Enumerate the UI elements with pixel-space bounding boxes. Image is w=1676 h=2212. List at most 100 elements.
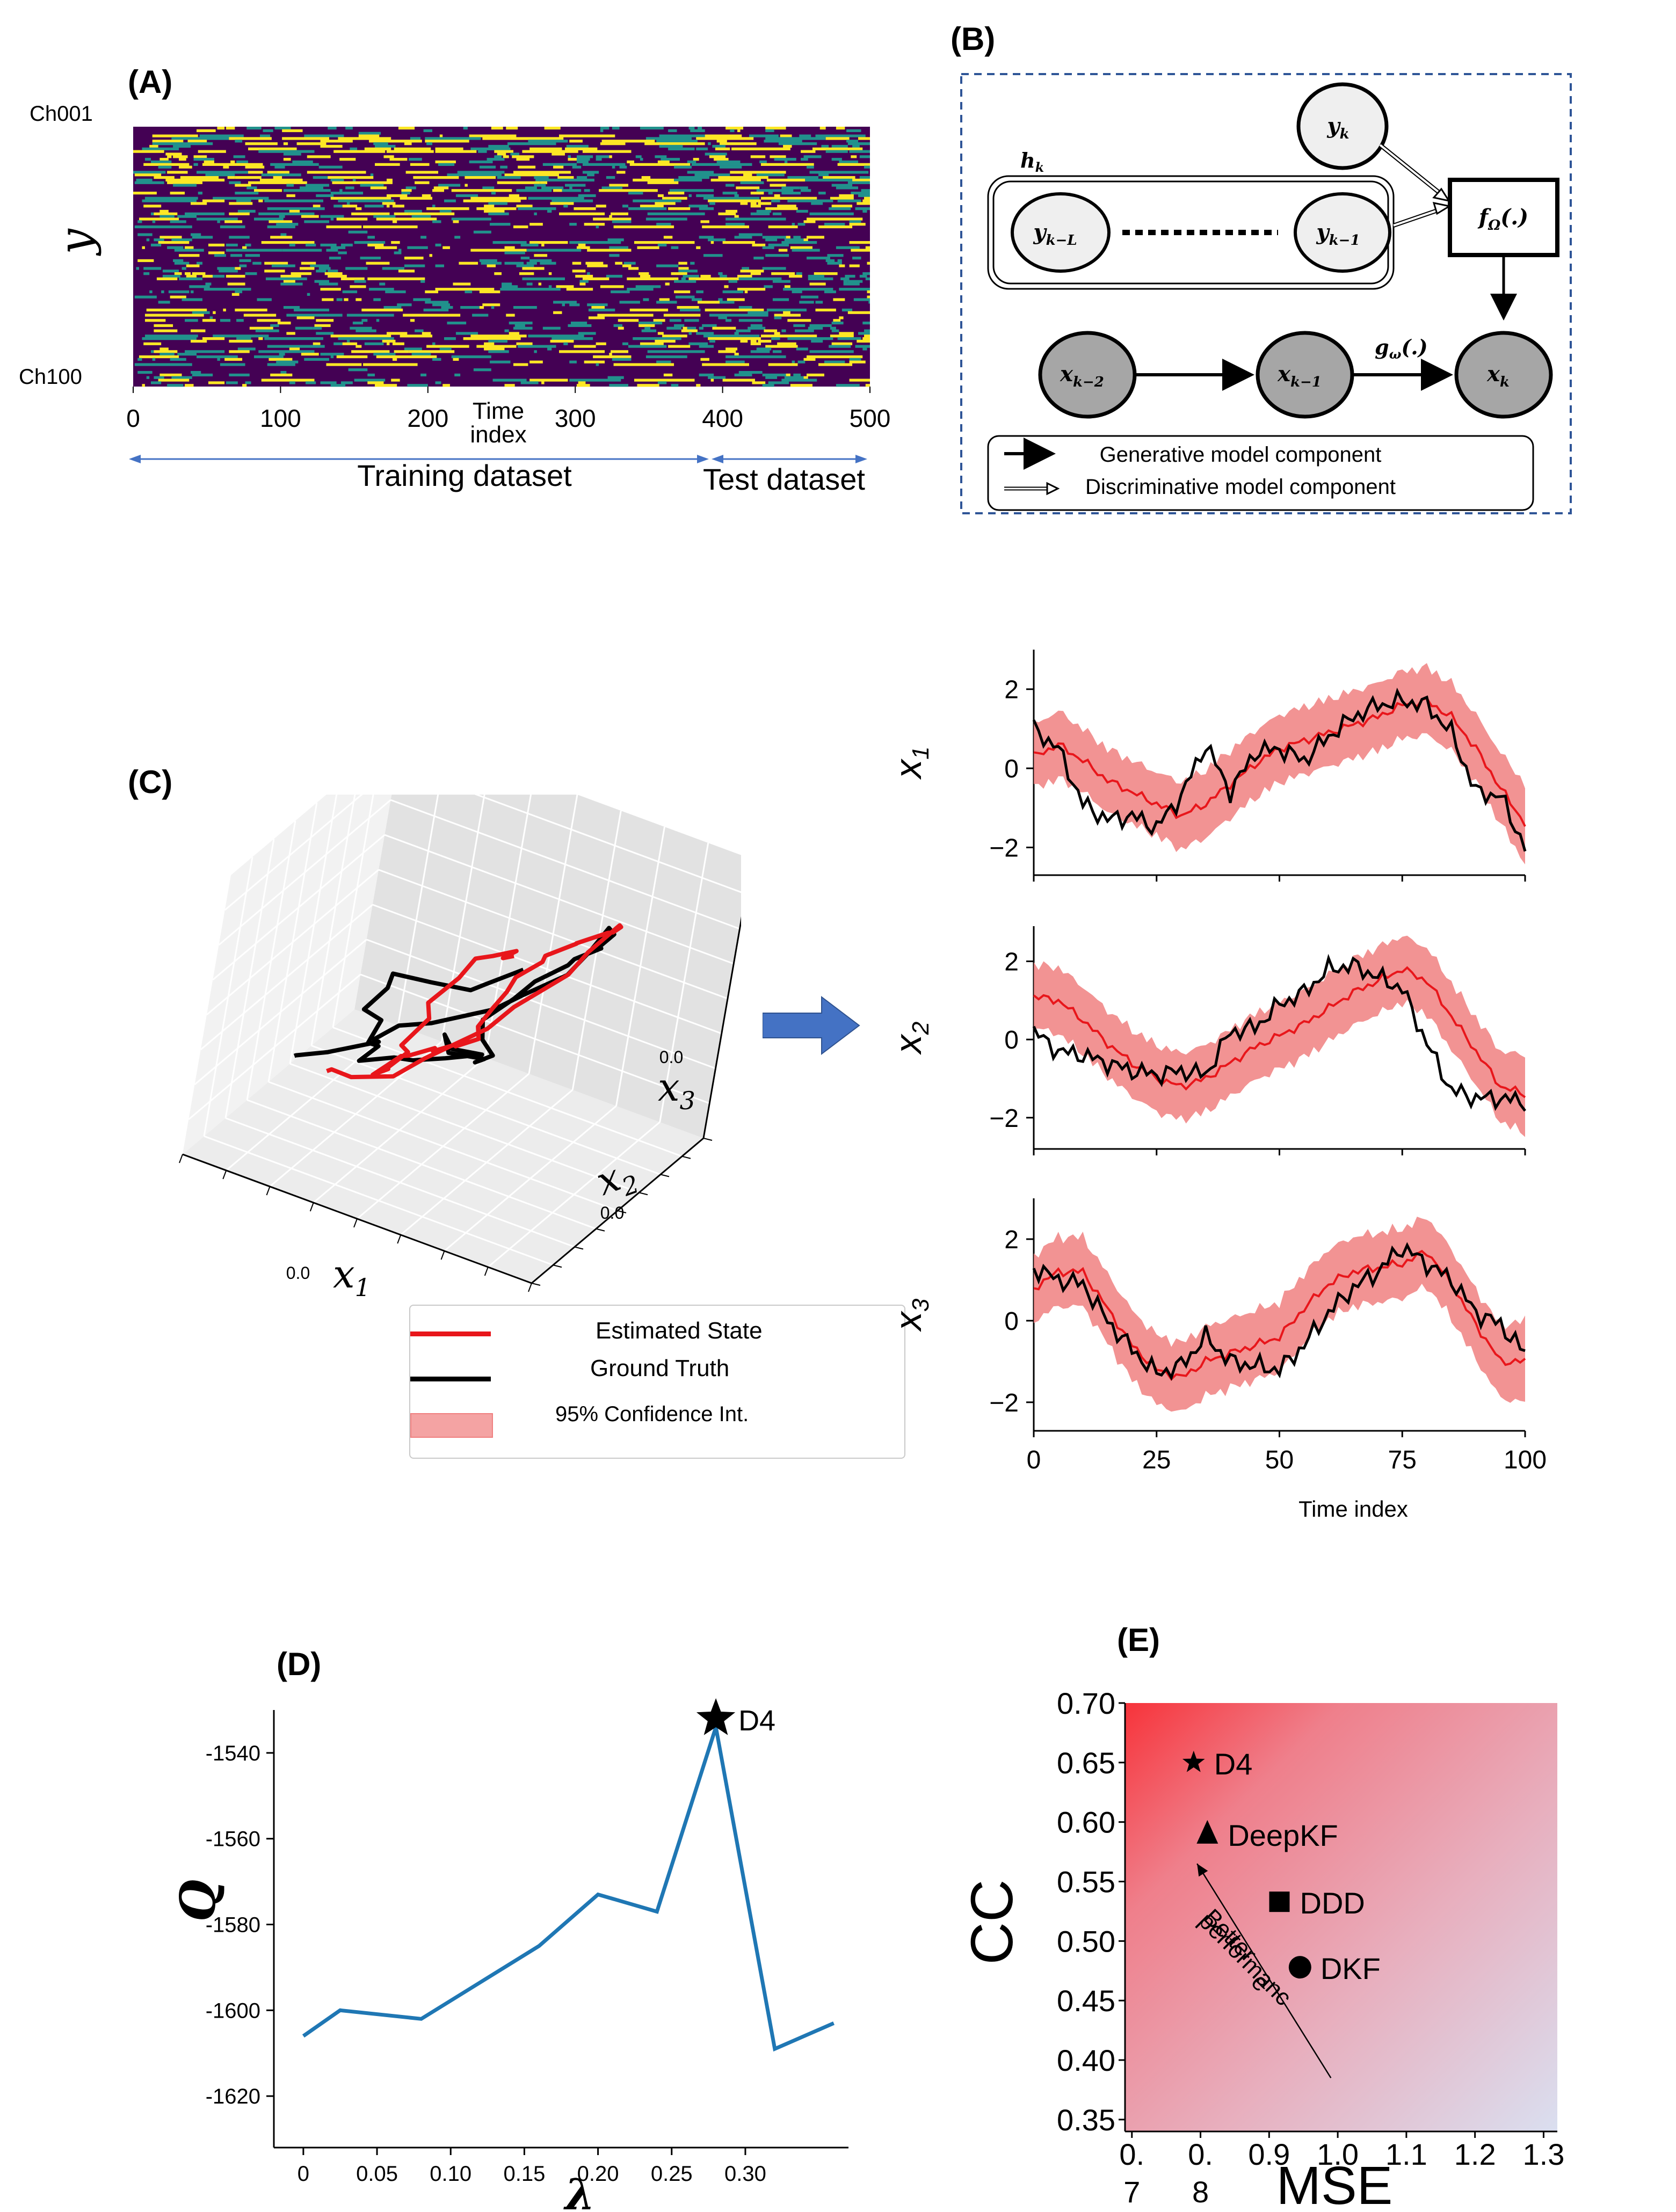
heatmap-cell [668,192,685,195]
heatmap-cell [258,150,315,153]
heatmap-cell [283,142,288,145]
heatmap-cell [846,129,861,133]
heatmap-cell [455,332,478,335]
heatmap-cell [150,160,172,164]
heatmap-cell [267,171,289,174]
heatmap-cell [662,197,687,200]
heatmap-cell [607,376,624,379]
heatmap-cell [295,326,313,330]
heatmap-cell [227,176,235,179]
heatmap-cell [208,251,225,254]
panel-a-xlabel-line2: index [470,421,526,448]
heatmap-cell [789,274,802,278]
heatmap-cell [864,197,870,200]
heatmap-cell [787,199,833,202]
heatmap-cell [841,308,853,312]
heatmap-cell [725,209,738,213]
heatmap-cell [700,358,709,361]
heatmap-cell [255,329,279,332]
panel-d-ylabel: Q [170,1880,227,1922]
heatmap-cell [534,254,548,257]
heatmap-cell [541,381,545,384]
heatmap-cell [750,324,763,328]
heatmap-cell [264,199,323,202]
heatmap-cell [398,127,415,130]
heatmap-cell [318,165,343,169]
heatmap-cell [143,163,190,166]
panel-c-legend: Estimated State Ground Truth 95% Confide… [409,1305,905,1459]
heatmap-cell [229,212,250,215]
heatmap-cell [657,243,667,247]
heatmap-cell [696,137,754,140]
heatmap-cell [392,220,397,223]
heatmap-cell [718,350,736,353]
heatmap-cell [438,184,461,187]
heatmap-cell [688,277,739,280]
heatmap-cell [264,270,285,273]
heatmap-cell [566,288,593,291]
heatmap-cell [793,324,806,328]
heatmap-cell [665,282,670,286]
heatmap-cell [709,202,715,205]
heatmap-cell [725,184,735,187]
heatmap-cell [204,288,251,291]
heatmap-cell [588,316,605,319]
heatmap-cell [159,209,169,213]
panel-b-dashed-frame [960,73,1572,514]
heatmap-cell [202,158,214,161]
heatmap-cell [242,384,247,387]
heatmap-cell [697,127,702,130]
heatmap-cell [226,274,245,278]
heatmap-cell [326,249,338,252]
heatmap-cell [134,225,192,229]
heatmap-cell [326,225,362,229]
legend-estimated-swatch [410,1331,491,1336]
panel-b-discriminative-arrows [1378,143,1452,228]
heatmap-cell [441,305,453,309]
heatmap-cell [750,350,770,353]
heatmap-cell [409,212,455,215]
heatmap-cell [613,363,674,366]
heatmap-cell [213,274,225,278]
heatmap-cell [191,290,194,294]
heatmap-cell [254,189,282,192]
heatmap-cell [226,249,282,252]
heatmap-cell [318,267,331,270]
heatmap-cell [400,197,433,200]
heatmap-cell [318,282,338,286]
heatmap-cell [144,158,151,161]
heatmap-cell [137,233,153,236]
heatmap-cell [463,199,521,202]
heatmap-cell [762,384,774,387]
panel-a-xtick-label: 300 [555,404,596,432]
heatmap-cell [823,176,855,179]
heatmap-cell [497,152,506,156]
e-point-label: D4 [1214,1747,1253,1781]
panel-e-xlabel: MSE [1276,2156,1393,2212]
heatmap-cell [839,316,844,319]
heatmap-cell [270,236,293,239]
heatmap-cell [708,337,761,340]
heatmap-cell [559,350,605,353]
heatmap-cell [633,337,681,340]
heatmap-cell [576,384,590,387]
heatmap-cell [447,322,467,325]
heatmap-cell [274,165,285,169]
heatmap-cell [846,140,859,143]
heatmap-cell [405,186,416,190]
heatmap-cell [655,339,676,343]
heatmap-cell [858,332,870,335]
heatmap-cell [137,358,142,361]
heatmap-cell [269,358,293,361]
legend-discriminative: Discriminative model component [1085,475,1396,499]
heatmap-cell [786,236,790,239]
x2-tick [596,1228,605,1232]
heatmap-cell [574,345,596,348]
heatmap-cell [376,355,437,359]
heatmap-cell [669,319,681,322]
heatmap-cell [640,158,643,161]
heatmap-cell [454,236,461,239]
heatmap-cell [383,305,402,309]
heatmap-cell [540,181,548,184]
e-ytick-label: 0.50 [1057,1924,1115,1958]
